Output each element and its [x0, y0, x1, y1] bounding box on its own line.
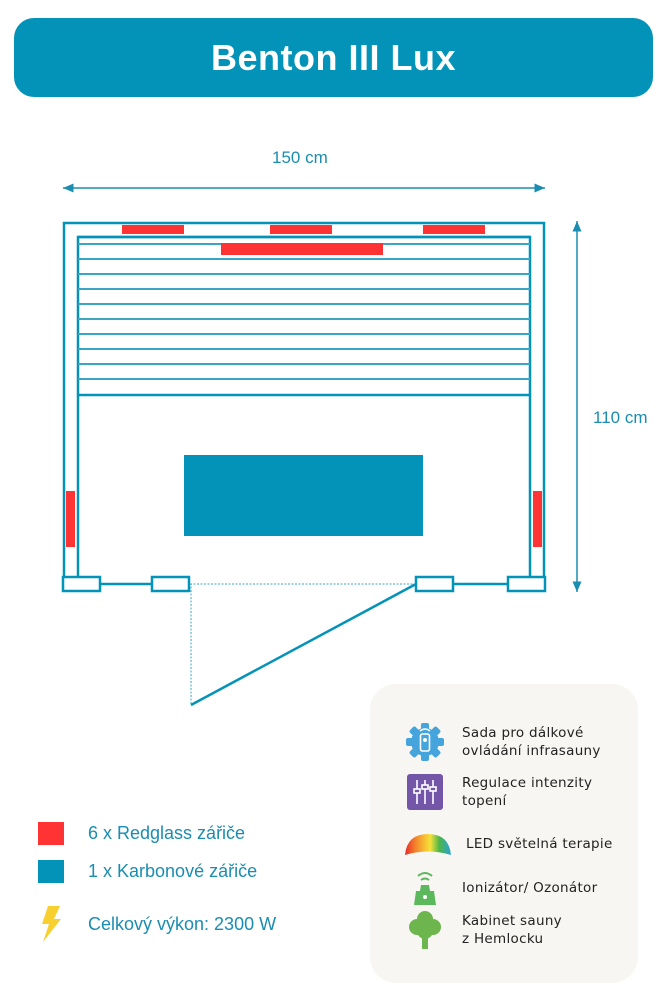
width-label: 150 cm	[272, 148, 328, 167]
redglass-heater	[423, 225, 485, 234]
tree-icon	[404, 910, 446, 950]
depth-label: 110 cm	[593, 408, 648, 427]
red-square-icon	[38, 822, 64, 845]
floor-plan	[61, 183, 582, 707]
redglass-heater	[122, 225, 184, 234]
door-swing	[190, 582, 417, 707]
ionizer-icon	[404, 868, 446, 908]
redglass-heaters	[66, 225, 542, 547]
front-wall	[61, 575, 547, 593]
page-title: Benton III Lux	[211, 36, 456, 78]
legend-label: Celkový výkon: 2300 W	[88, 913, 277, 934]
redglass-heater	[66, 491, 75, 547]
remote-gear-icon	[404, 722, 446, 762]
redglass-heater	[221, 243, 383, 255]
legend-carbon: 1 x Karbonové zářiče	[38, 860, 257, 883]
title-bar: Benton III Lux	[14, 18, 653, 97]
blue-square-icon	[38, 860, 64, 883]
redglass-heater	[270, 225, 332, 234]
rainbow-icon	[404, 824, 452, 864]
feature-ionizer: Ionizátor/ Ozonátor	[404, 868, 597, 908]
legend-redglass: 6 x Redglass zářiče	[38, 822, 245, 845]
lightning-icon	[42, 906, 61, 942]
sauna-walls	[62, 221, 546, 577]
bench-slats	[78, 243, 530, 380]
legend-label: 6 x Redglass zářiče	[88, 823, 246, 843]
legend-label: 1 x Karbonové zářiče	[88, 861, 258, 881]
sliders-icon	[404, 772, 446, 812]
feature-led: LED světelná terapie	[404, 824, 613, 864]
legend-power: Celkový výkon: 2300 W	[38, 905, 276, 943]
carbon-heater	[184, 455, 423, 536]
redglass-heater	[533, 491, 542, 547]
